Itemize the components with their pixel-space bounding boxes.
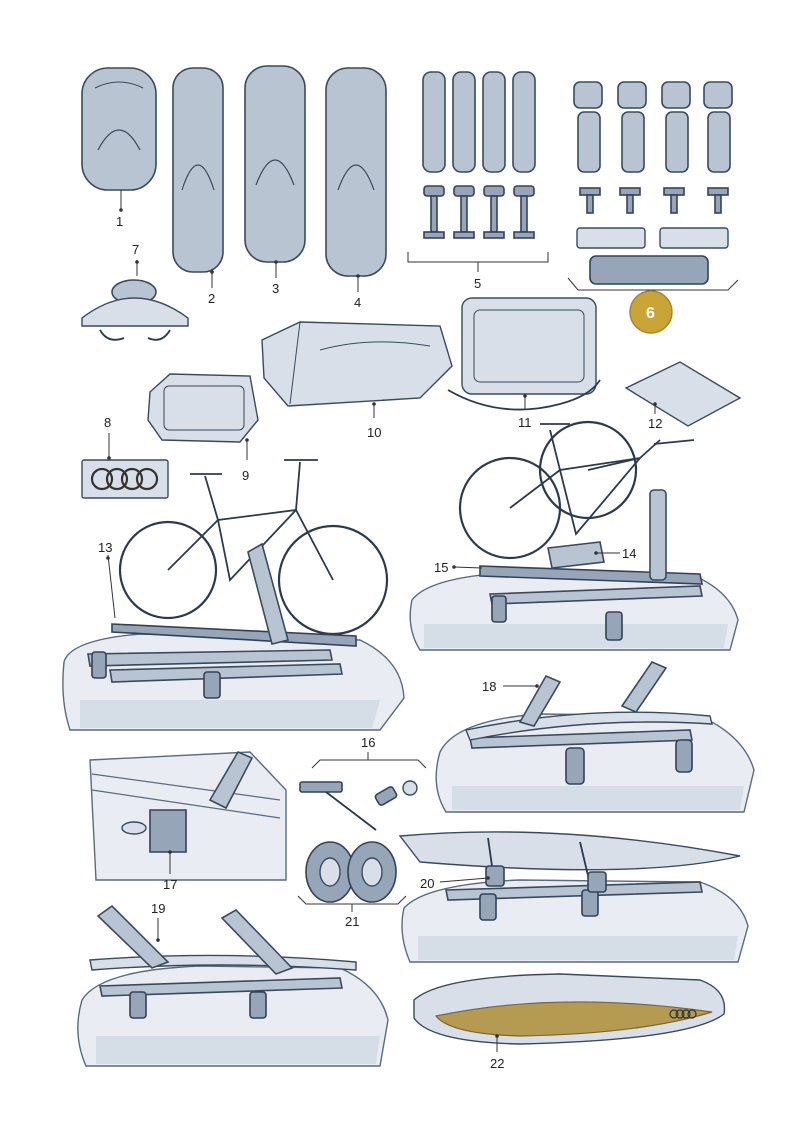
roof-box-4[interactable]: [325, 67, 387, 277]
tension-straps-21[interactable]: [305, 841, 397, 903]
callout-2: 2: [208, 291, 215, 306]
callout-4: 4: [354, 295, 361, 310]
callout-5: 5: [474, 276, 481, 291]
roof-box-2[interactable]: [172, 67, 224, 273]
kayak-holder-20[interactable]: [398, 831, 741, 893]
snowboard-holder-18[interactable]: [465, 661, 713, 741]
callout-6: 6: [646, 305, 655, 322]
four-rings-logo-icon: [90, 467, 159, 491]
callout-15: 15: [434, 560, 448, 575]
callout-19: 19: [151, 901, 165, 916]
sticker-8[interactable]: [81, 459, 169, 499]
callout-1: 1: [116, 214, 123, 229]
car-roof-scene-14: [409, 571, 739, 651]
callout-9: 9: [242, 468, 249, 483]
protective-cover-12[interactable]: [624, 361, 742, 427]
callout-13: 13: [98, 540, 112, 555]
roof-box-1[interactable]: [81, 67, 157, 191]
callout-10: 10: [367, 425, 381, 440]
callout-20: 20: [420, 876, 434, 891]
fixing-kit-6[interactable]: [573, 81, 733, 285]
callout-22: 22: [490, 1056, 504, 1071]
roof-box-3[interactable]: [244, 65, 306, 263]
callout-7: 7: [132, 242, 139, 257]
ski-holder-19[interactable]: [89, 904, 357, 975]
callout-12: 12: [648, 416, 662, 431]
roof-rail-scene-17: [89, 751, 287, 881]
highlight-badge-6[interactable]: 6: [629, 290, 673, 334]
bicycle-14: [458, 420, 695, 560]
ski-snowboard-holder-7[interactable]: [81, 279, 189, 341]
callout-17: 17: [163, 877, 177, 892]
callout-14: 14: [622, 546, 636, 561]
callout-21: 21: [345, 914, 359, 929]
roof-box-22[interactable]: [413, 973, 726, 1045]
four-rings-logo-icon: [669, 1009, 697, 1019]
bicycle-carrier-13[interactable]: [111, 542, 357, 647]
callout-18: 18: [482, 679, 496, 694]
callout-8: 8: [104, 415, 111, 430]
car-roof-scene-20: [401, 879, 749, 963]
car-roof-scene-19: [77, 965, 389, 1067]
rail-adapter-17[interactable]: [121, 750, 254, 853]
storage-bag-9[interactable]: [147, 373, 259, 443]
roof-box-bag-10[interactable]: [261, 321, 453, 407]
bicycle-carrier-14-15[interactable]: [479, 489, 703, 585]
bicycle-13: [118, 459, 389, 636]
callout-3: 3: [272, 281, 279, 296]
car-roof-scene-13: [62, 633, 405, 731]
tool-kit-16[interactable]: [299, 780, 418, 831]
fixing-kit-5[interactable]: [422, 71, 536, 239]
bicycle-bag-11[interactable]: [447, 297, 601, 411]
callout-11: 11: [518, 415, 532, 430]
callout-16: 16: [361, 735, 375, 750]
car-roof-scene-18: [435, 713, 755, 813]
